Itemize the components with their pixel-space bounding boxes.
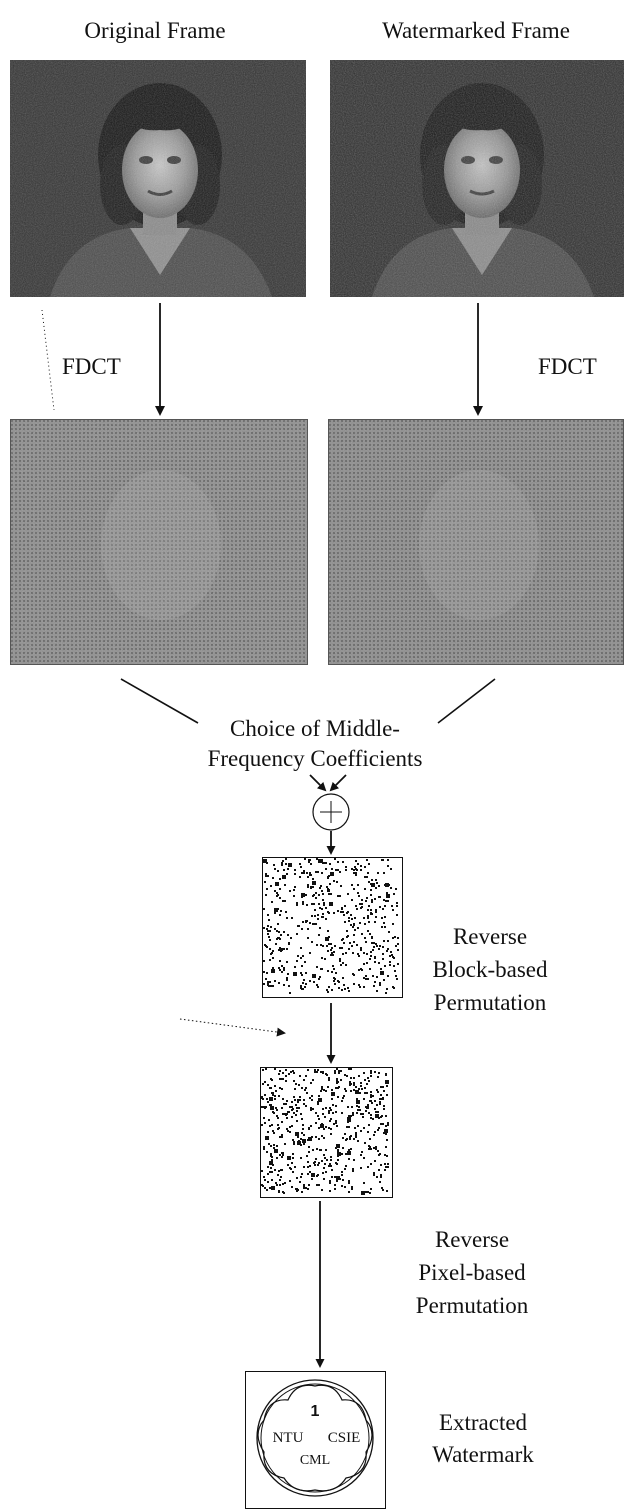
watermarked-frame-image (330, 60, 624, 297)
extracted-label-line1: Extracted (438, 1410, 528, 1435)
xor-operator (312, 793, 350, 831)
reverse-pixel-label-line3: Permutation (415, 1293, 529, 1318)
dct-coefficients-original (10, 419, 308, 665)
scatter-pattern-1 (263, 858, 399, 994)
watermarked-frame-photo (330, 60, 624, 297)
fdct-label-left: FDCT (62, 354, 121, 379)
watermark-text-cml: CML (300, 1453, 330, 1468)
block-unpermuted-pattern (260, 1067, 393, 1198)
reverse-block-label-line3: Permutation (433, 990, 547, 1015)
xor-in-arrow-left (309, 774, 327, 792)
extracted-permuted-pattern (262, 857, 403, 998)
xor-in-arrow-right (329, 774, 347, 792)
watermarked-frame-label: Watermarked Frame (382, 18, 570, 43)
reverse-block-label-line2: Block-based (432, 957, 548, 982)
flower-outline (257, 1384, 373, 1492)
converge-line-left (120, 678, 199, 724)
choice-label-line2: Frequency Coefficients (207, 746, 423, 771)
converge-line-right (437, 678, 496, 724)
dotted-mark-top (41, 309, 55, 411)
original-frame-image (10, 60, 306, 297)
reverse-pixel-label-line1: Reverse (434, 1227, 510, 1252)
watermark-text-ntu: NTU (273, 1430, 304, 1446)
extracted-watermark-box: 1 NTU CSIE CML (245, 1371, 386, 1509)
watermark-text-csie: CSIE (328, 1430, 361, 1446)
extracted-label-line2: Watermark (432, 1442, 534, 1467)
dct-coefficients-watermarked (328, 419, 624, 665)
original-frame-photo (10, 60, 306, 297)
dotted-side-arrow (179, 1018, 286, 1037)
watermark-logo: 1 NTU CSIE CML (256, 1379, 374, 1497)
reverse-block-label-line1: Reverse (452, 924, 528, 949)
scatter-pattern-2 (261, 1068, 389, 1195)
reverse-pixel-label-line2: Pixel-based (418, 1260, 526, 1285)
watermark-number: 1 (311, 1403, 320, 1420)
fdct-label-right: FDCT (538, 354, 597, 379)
dct-pattern-original (11, 420, 307, 664)
choice-label-line1: Choice of Middle- (230, 716, 400, 741)
dct-pattern-watermarked (329, 420, 623, 664)
original-frame-label: Original Frame (84, 18, 226, 43)
